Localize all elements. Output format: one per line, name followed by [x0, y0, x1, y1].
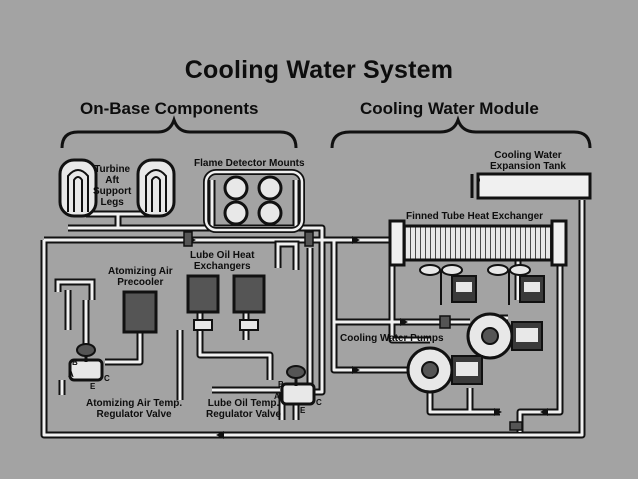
air-valve-port-c: C: [104, 374, 110, 383]
flame-detector-label: Flame Detector Mounts: [194, 158, 305, 169]
on-base-brace: [60, 115, 298, 149]
lube-valve-port-b: B: [278, 380, 284, 389]
air-precooler-label: Atomizing Air Precooler: [108, 266, 173, 288]
cooling-fan-right: [487, 264, 545, 305]
lube-temp-regulator-valve: [280, 365, 316, 406]
cooling-fan-left: [419, 264, 477, 305]
expansion-tank: [476, 172, 592, 200]
cooling-water-pump-lower: [406, 346, 483, 394]
air-valve-port-e: E: [90, 382, 96, 391]
inline-valves: [183, 231, 523, 431]
lube-valve-label: Lube Oil Temp. Regulator Valve: [206, 398, 282, 420]
lube-oil-heat-exchangers: [186, 274, 266, 331]
expansion-tank-label: Cooling Water Expansion Tank: [490, 150, 566, 172]
page-title: Cooling Water System: [184, 56, 454, 84]
lube-oil-hx-label: Lube Oil Heat Exchangers: [190, 250, 255, 272]
flame-detector-mounts: [203, 169, 305, 233]
air-valve-port-b: B: [72, 358, 78, 367]
heat-exchanger-label: Finned Tube Heat Exchanger: [406, 211, 544, 222]
air-temp-regulator-valve: [68, 343, 104, 382]
turbine-leg-left: [58, 158, 98, 218]
finned-tube-heat-exchanger: [388, 219, 568, 267]
lube-valve-port-e: E: [300, 406, 306, 415]
module-header: Cooling Water Module: [360, 99, 539, 118]
hook-pipe-right: [274, 240, 300, 270]
turbine-leg-right: [136, 158, 176, 218]
atomizing-air-precooler: [122, 290, 158, 334]
turbine-legs-label: Turbine Aft Support Legs: [93, 164, 132, 208]
lube-valve-port-a: A: [274, 392, 280, 401]
cooling-water-pump-upper: [466, 312, 543, 360]
lube-valve-port-c: C: [316, 398, 322, 407]
air-valve-label: Atomizing Air Temp. Regulator Valve: [86, 398, 183, 420]
pumps-label: Cooling Water Pumps: [340, 333, 444, 344]
on-base-header: On-Base Components: [80, 99, 259, 118]
module-brace: [330, 115, 592, 149]
hook-pipe-left: [54, 278, 96, 300]
air-valve-port-a: A: [68, 370, 74, 379]
